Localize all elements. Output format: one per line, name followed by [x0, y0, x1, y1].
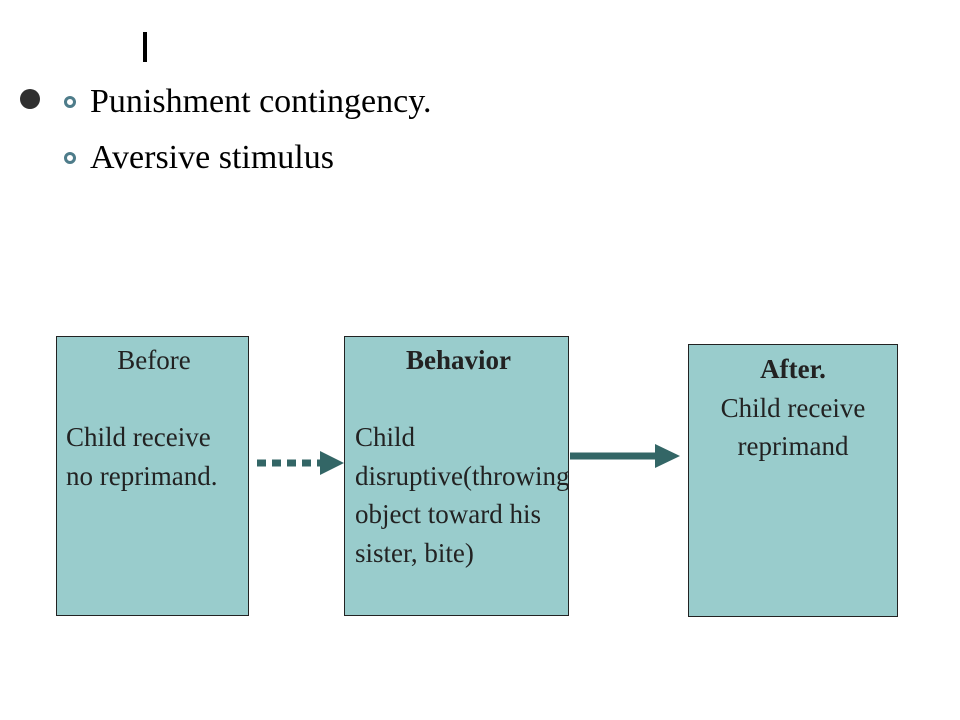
dashed-arrowhead-icon: [320, 451, 344, 475]
after-box: After. Child receive reprimand: [688, 344, 898, 617]
after-box-text: Child receive reprimand: [720, 392, 866, 462]
before-box-text: Child receive no reprimand.: [66, 422, 218, 491]
bullet-text: Punishment contingency.: [90, 83, 432, 120]
after-box-title: After.: [760, 354, 826, 384]
before-box-title: Before: [117, 345, 191, 375]
text-cursor-mark: [143, 32, 147, 62]
bullet-list: Punishment contingency. Aversive stimulu…: [62, 74, 432, 186]
behavior-box-text: Child disruptive(throwing object toward …: [355, 422, 570, 568]
bullet-item: Aversive stimulus: [62, 130, 432, 186]
slide-dot-icon: [20, 89, 40, 109]
bullet-text: Aversive stimulus: [90, 139, 334, 176]
behavior-box: Behavior Child disruptive(throwing objec…: [344, 336, 569, 616]
ring-bullet-icon: [64, 96, 76, 108]
solid-arrowhead-icon: [655, 444, 680, 468]
behavior-box-title: Behavior: [406, 345, 511, 375]
ring-bullet-icon: [64, 152, 76, 164]
before-box: Before Child receive no reprimand.: [56, 336, 249, 616]
bullet-item: Punishment contingency.: [62, 74, 432, 130]
